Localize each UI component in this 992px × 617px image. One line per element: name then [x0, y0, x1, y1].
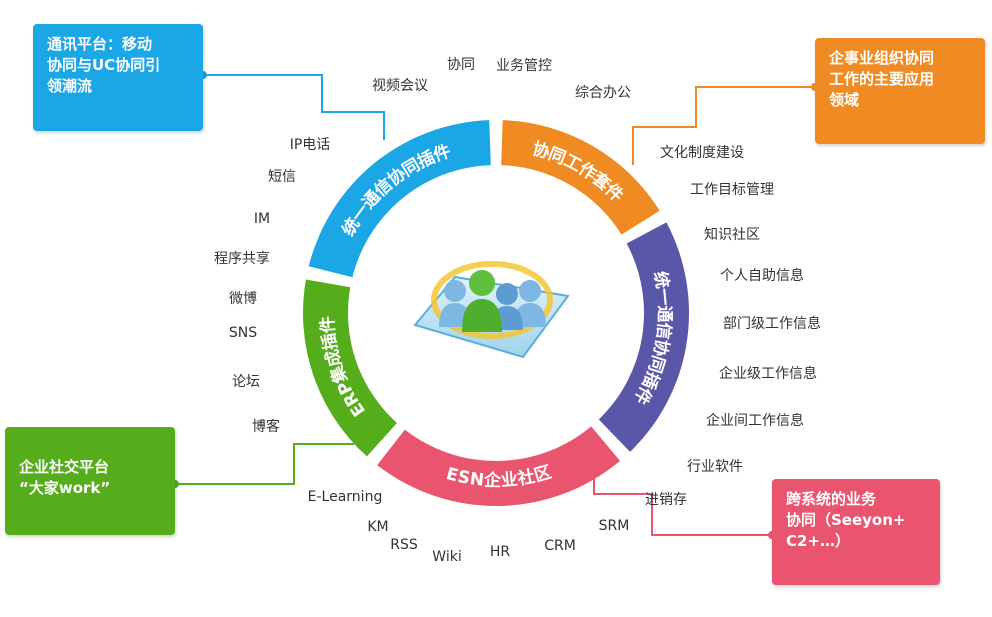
segment-uc-top [308, 120, 491, 278]
callout-line: 协同（Seeyon+ [786, 511, 906, 529]
label-wiki: Wiki [432, 549, 462, 565]
label-blog: 博客 [252, 419, 280, 435]
label-industry-software: 行业软件 [687, 459, 743, 475]
users-group-icon [413, 261, 570, 359]
callout-line: 企事业组织协同 [829, 49, 935, 67]
callout-line: 工作的主要应用 [829, 70, 935, 88]
label-ip-phone: IP电话 [289, 137, 331, 153]
callout-line: “大家work” [19, 479, 111, 497]
connector-line-bottom-left [175, 443, 354, 485]
label-srm: SRM [598, 518, 630, 534]
segment-uc-right [598, 222, 690, 452]
label-collaboration: 协同 [447, 57, 475, 73]
segment-collab-suite [501, 120, 660, 235]
label-enterprise-info: 企业级工作信息 [719, 366, 817, 382]
label-im: IM [253, 211, 271, 227]
label-rss: RSS [390, 537, 418, 553]
callout-line: 通讯平台：移动 [47, 35, 153, 53]
label-weibo: 微博 [229, 291, 257, 307]
label-video-conference: 视频会议 [372, 78, 428, 94]
label-integrated-office: 综合办公 [575, 85, 631, 101]
label-sns: SNS [228, 325, 258, 341]
callout-bottom-right: 跨系统的业务 协同（Seeyon+ C2+…） [772, 479, 940, 585]
callout-line: 领潮流 [47, 77, 93, 95]
label-culture-system: 文化制度建设 [660, 145, 744, 161]
callout-bottom-left: 企业社交平台 “大家work” [5, 427, 175, 535]
label-personal-self-service: 个人自助信息 [720, 268, 804, 284]
label-e-learning: E-Learning [307, 489, 383, 505]
callout-line: 领域 [829, 91, 860, 109]
callout-line: 企业社交平台 [19, 458, 110, 476]
callout-line: 协同与UC协同引 [47, 56, 161, 74]
label-hr: HR [489, 544, 511, 560]
segment-erp [302, 279, 397, 457]
label-km: KM [367, 519, 389, 535]
connector-line-bottom-right [593, 470, 772, 536]
label-inter-enterprise-info: 企业间工作信息 [706, 413, 804, 429]
callout-top-right: 企事业组织协同 工作的主要应用 领域 [815, 38, 985, 144]
label-sales-inventory: 进销存 [645, 492, 687, 508]
label-business-control: 业务管控 [496, 58, 552, 74]
label-sms: 短信 [268, 169, 296, 185]
connector-line-top-right [632, 86, 815, 165]
segment-esn [377, 426, 621, 507]
callout-top-left: 通讯平台：移动 协同与UC协同引 领潮流 [33, 24, 203, 131]
connector-line-top-left [203, 74, 385, 140]
callout-line: C2+…） [786, 532, 851, 550]
label-crm: CRM [544, 538, 576, 554]
callout-line: 跨系统的业务 [786, 490, 877, 508]
label-app-sharing: 程序共享 [214, 251, 270, 267]
label-knowledge-community: 知识社区 [704, 227, 760, 243]
label-department-info: 部门级工作信息 [723, 316, 821, 332]
label-goal-management: 工作目标管理 [690, 182, 774, 198]
label-forum: 论坛 [232, 374, 260, 390]
